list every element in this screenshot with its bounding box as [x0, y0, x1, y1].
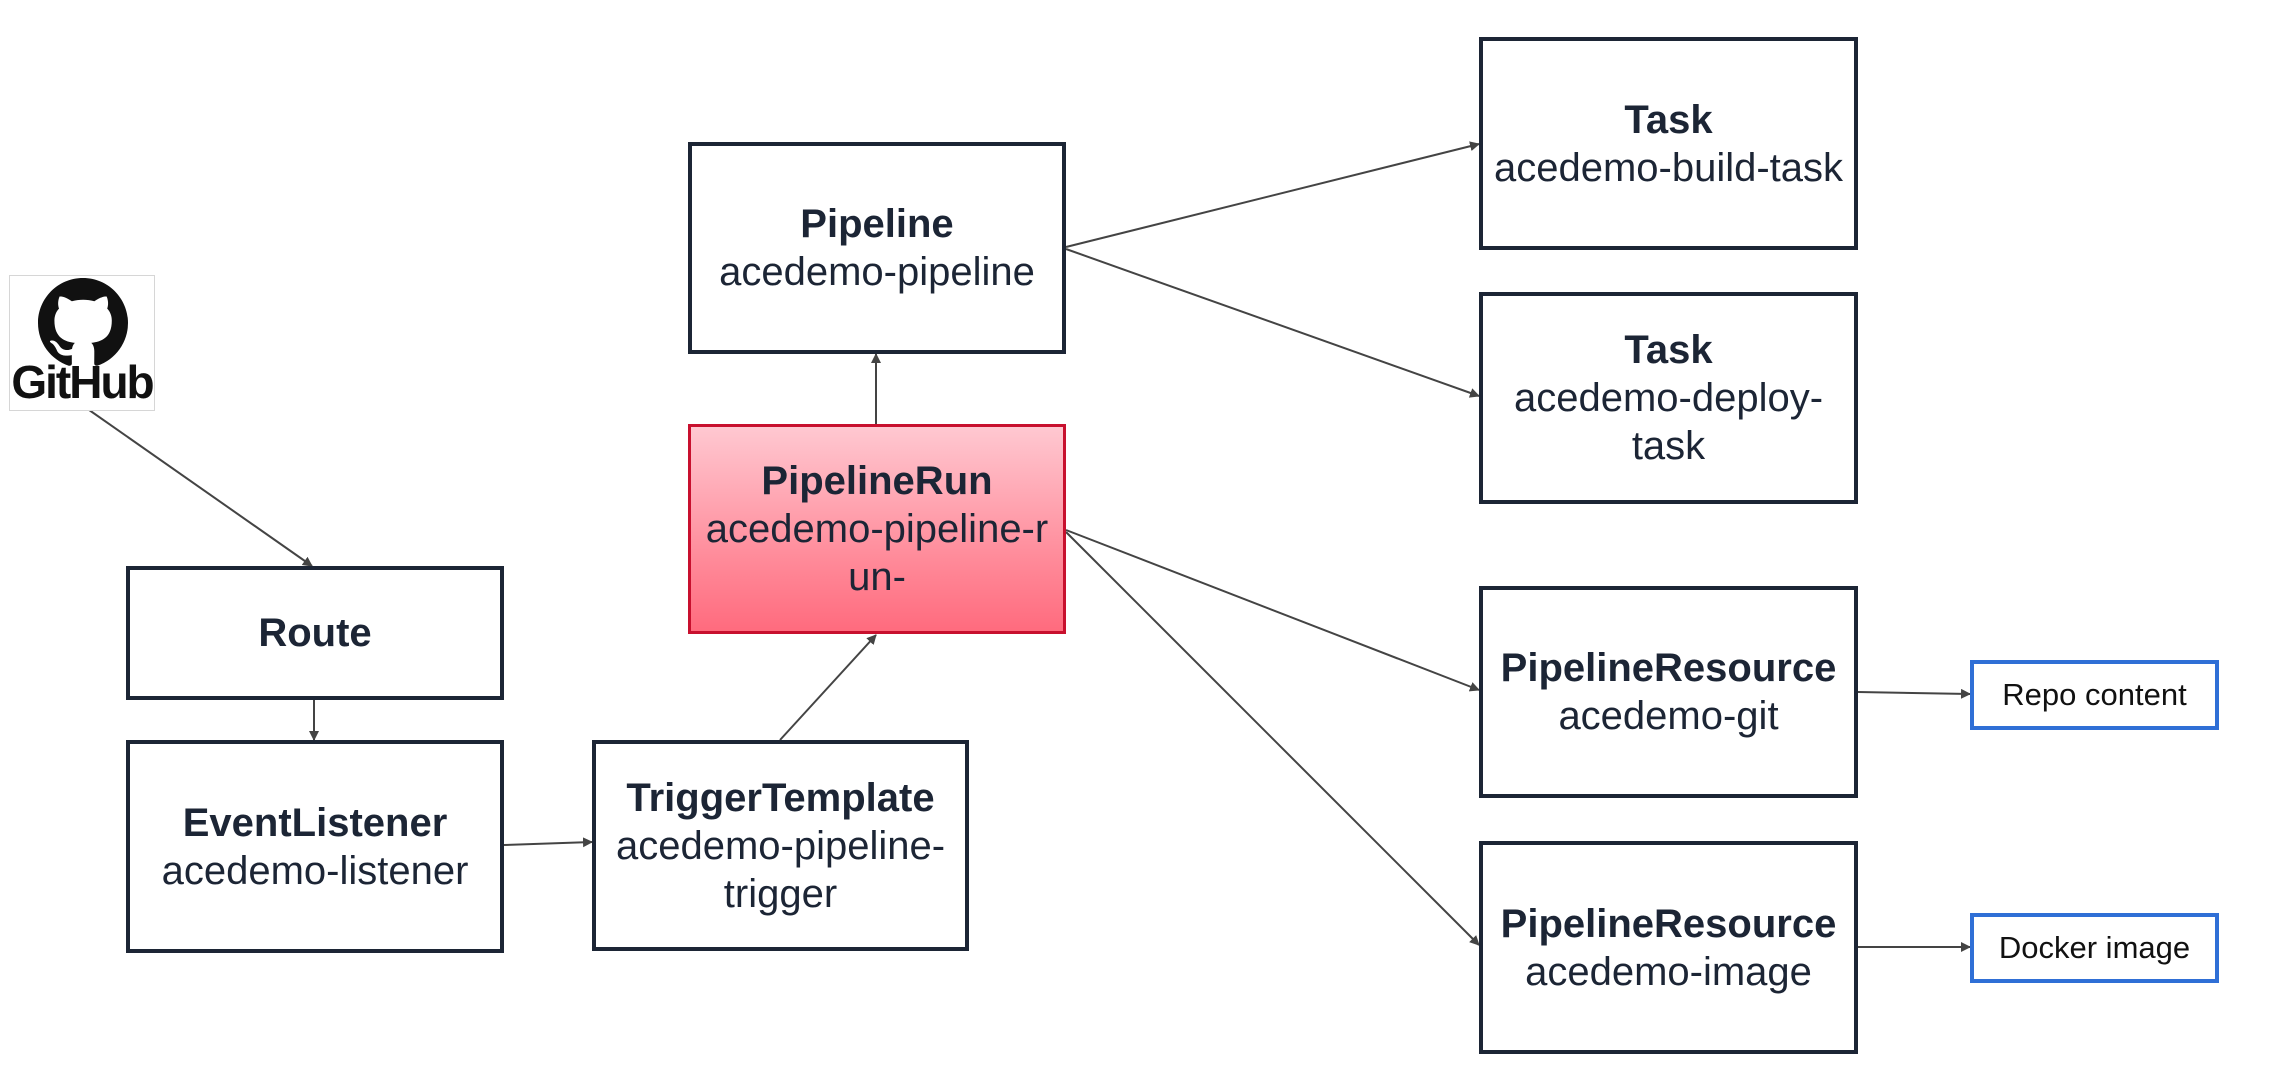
- repo-content-label: Repo content: [2002, 677, 2187, 712]
- deploy-task-node: Task acedemo-deploy-task: [1479, 292, 1858, 504]
- github-octocat-icon: [38, 278, 128, 366]
- image-resource-node-title: PipelineResource: [1500, 901, 1837, 946]
- edge-pipeline-to-build-task: [1065, 141, 1480, 248]
- build-task-node-title: Task: [1624, 97, 1713, 142]
- edge-github-to-route: [81, 404, 313, 567]
- eventlistener-node-name: acedemo-listener: [161, 848, 469, 893]
- pipeline-node-name: acedemo-pipeline: [719, 250, 1035, 294]
- pipelinerun-node-name: acedemo-pipeline-run-: [705, 507, 1049, 599]
- git-resource-node-title: PipelineResource: [1500, 646, 1837, 690]
- pipeline-node: Pipeline acedemo-pipeline: [688, 142, 1066, 354]
- edge-git-resource-to-repo-content: [1857, 688, 1971, 699]
- edge-pipelinerun-to-git-resource: [1065, 529, 1480, 692]
- build-task-node-name: acedemo-build-task: [1493, 145, 1844, 190]
- edge-triggertemplate-to-pipelinerun: [779, 634, 877, 741]
- docker-image-label: Docker image: [1998, 930, 2191, 965]
- deploy-task-node-title: Task: [1624, 328, 1713, 372]
- edge-eventlistener-to-triggertemplate: [503, 837, 593, 848]
- eventlistener-node: EventListener acedemo-listener: [126, 740, 504, 953]
- pipeline-node-title: Pipeline: [800, 202, 954, 246]
- github-logo: GitHub: [9, 275, 155, 411]
- image-resource-node-name: acedemo-image: [1525, 949, 1812, 994]
- triggertemplate-node: TriggerTemplate acedemo-pipeline-trigger: [592, 740, 969, 951]
- pipelinerun-node: PipelineRun acedemo-pipeline-run-: [688, 424, 1066, 634]
- eventlistener-node-title: EventListener: [182, 800, 448, 845]
- repo-content-output: Repo content: [1970, 660, 2219, 730]
- route-node-title: Route: [258, 611, 372, 655]
- pipelinerun-node-title: PipelineRun: [761, 459, 993, 503]
- git-resource-node: PipelineResource acedemo-git: [1479, 586, 1858, 798]
- edge-pipelinerun-to-image-resource: [1065, 531, 1480, 946]
- github-wordmark: GitHub: [11, 356, 154, 408]
- deploy-task-node-name: acedemo-deploy-task: [1513, 376, 1824, 468]
- image-resource-node: PipelineResource acedemo-image: [1479, 841, 1858, 1054]
- triggertemplate-node-title: TriggerTemplate: [626, 775, 935, 820]
- route-node: Route: [126, 566, 504, 700]
- triggertemplate-node-name: acedemo-pipeline-trigger: [615, 823, 946, 916]
- docker-image-output: Docker image: [1970, 913, 2219, 983]
- git-resource-node-name: acedemo-git: [1558, 694, 1779, 738]
- build-task-node: Task acedemo-build-task: [1479, 37, 1858, 250]
- edge-pipeline-to-deploy-task: [1065, 248, 1480, 398]
